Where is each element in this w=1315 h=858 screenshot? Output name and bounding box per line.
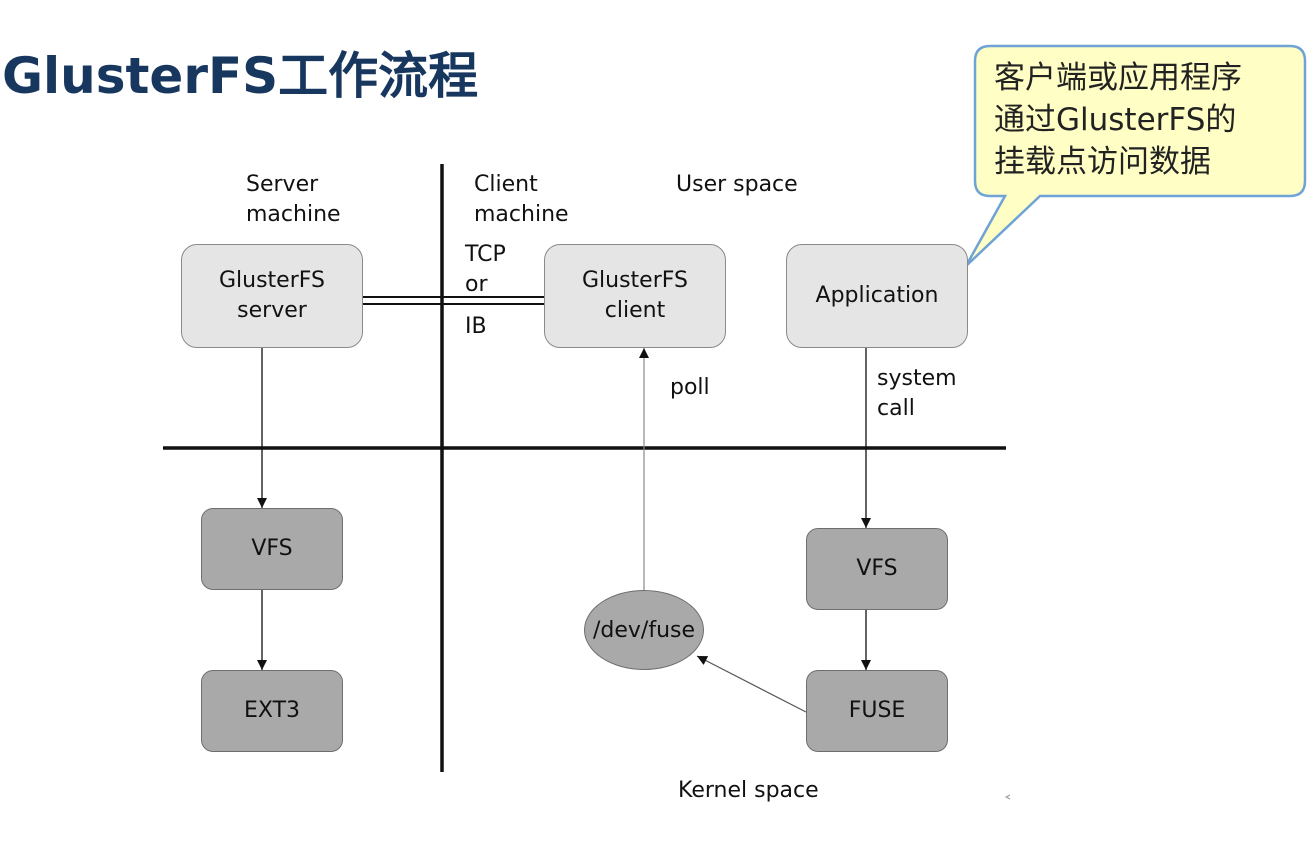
server-machine-label: Server machine: [246, 172, 341, 227]
glusterfs-server-box: GlusterFS server: [181, 244, 363, 348]
fuse-to-devfuse-arrow: [696, 655, 807, 713]
dev-fuse-node: /dev/fuse: [584, 590, 704, 670]
tcp-or-label: TCP or: [465, 242, 506, 297]
stray-mark: [1004, 794, 1011, 800]
ext3-box: EXT3: [201, 670, 343, 752]
glusterfs-client-box: GlusterFS client: [544, 244, 726, 348]
client-machine-label: Client machine: [474, 172, 569, 227]
user-space-label: User space: [676, 172, 798, 197]
poll-label: poll: [670, 375, 710, 400]
callout-bubble: [964, 44, 1307, 267]
kernel-space-label: Kernel space: [678, 778, 819, 803]
application-box: Application: [786, 244, 968, 348]
callout-text: 客户端或应用程序 通过GlusterFS的 挂载点访问数据: [994, 60, 1242, 180]
system-call-label: system call: [877, 366, 957, 421]
server-vfs-box: VFS: [201, 508, 343, 590]
ib-label: IB: [465, 314, 487, 339]
fuse-box: FUSE: [806, 670, 948, 752]
page-title: GlusterFS工作流程: [2, 47, 479, 105]
client-vfs-box: VFS: [806, 528, 948, 610]
